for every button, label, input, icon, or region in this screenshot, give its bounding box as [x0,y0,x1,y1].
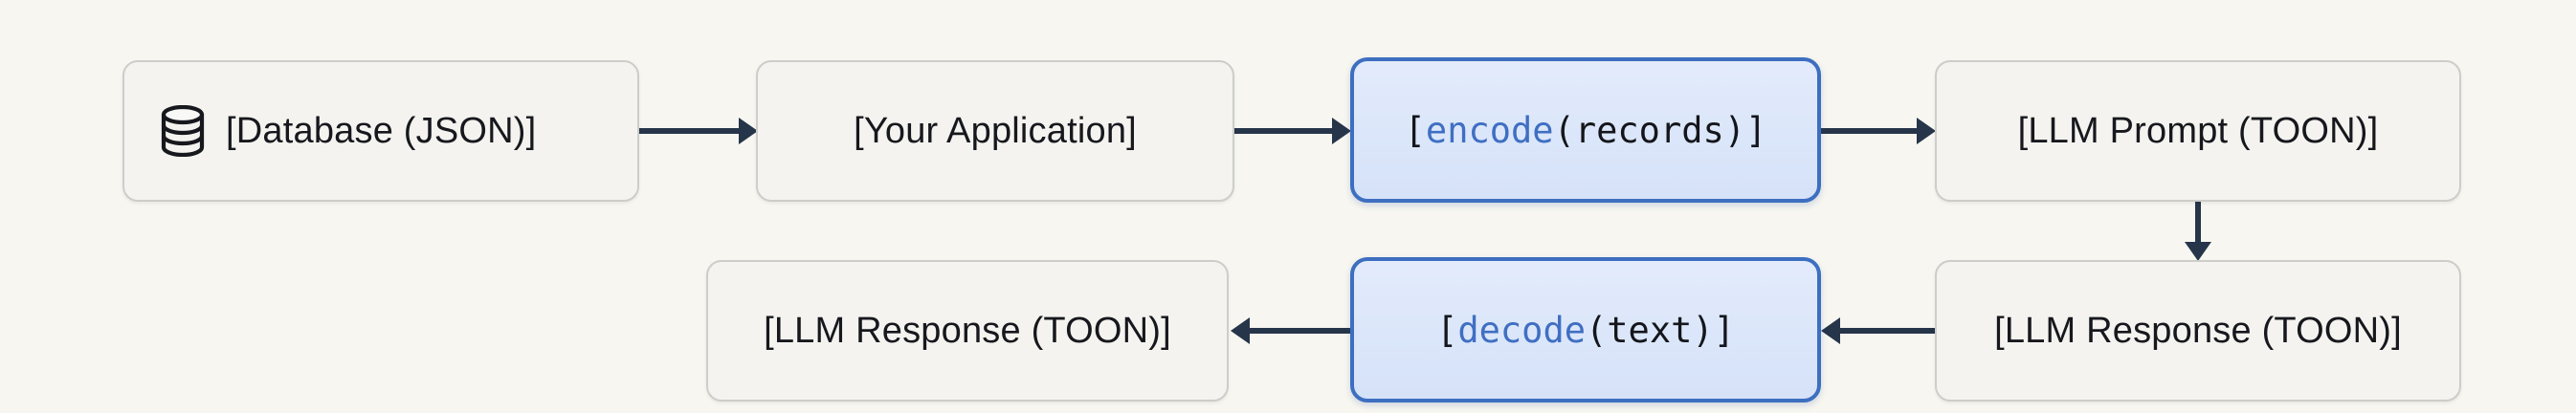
node-llm-prompt-label: [LLM Prompt (TOON)] [2017,110,2379,151]
node-llm-response-out-label: [LLM Response (TOON)] [764,310,1171,351]
node-encode[interactable]: [encode(records)] [1350,57,1821,203]
edge-application-to-encode [1234,115,1351,147]
edge-llm-response-to-decode [1821,315,1936,347]
node-your-application[interactable]: [Your Application] [756,60,1234,202]
node-decode[interactable]: [decode(text)] [1350,257,1821,402]
node-encode-args: (records)] [1553,109,1767,151]
edge-llm-prompt-to-llm-response [2182,202,2214,261]
edge-database-to-application [639,115,758,147]
node-encode-bracket-open: [ [1404,109,1426,151]
node-llm-response-out[interactable]: [LLM Response (TOON)] [706,260,1229,402]
node-decode-args: (text)] [1586,309,1735,351]
node-llm-prompt[interactable]: [LLM Prompt (TOON)] [1935,60,2461,202]
node-your-application-label: [Your Application] [854,110,1137,151]
edge-decode-to-llm-response-out [1229,315,1351,347]
node-llm-response-in[interactable]: [LLM Response (TOON)] [1935,260,2461,402]
node-database[interactable]: [Database (JSON)] [122,60,639,202]
database-icon [161,104,205,158]
node-llm-response-in-label: [LLM Response (TOON)] [1994,310,2402,351]
node-encode-function-name: encode [1425,109,1554,151]
node-decode-bracket-open: [ [1436,309,1458,351]
node-database-label: [Database (JSON)] [226,110,537,151]
edge-encode-to-llm-prompt [1821,115,1936,147]
node-decode-function-name: decode [1457,309,1586,351]
